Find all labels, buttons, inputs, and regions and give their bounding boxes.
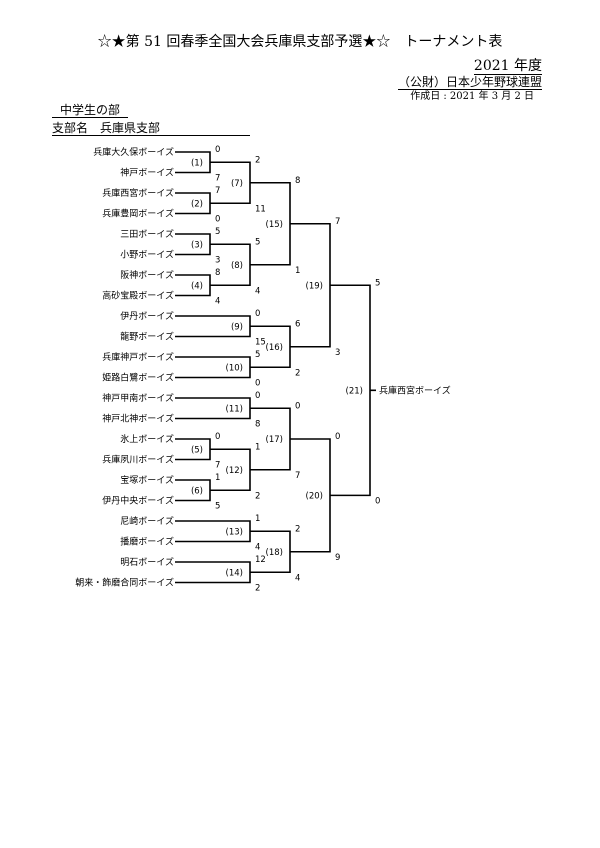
score: 7 xyxy=(215,186,220,196)
score: 0 xyxy=(255,379,260,389)
match-number: (5) xyxy=(191,445,203,455)
team-name: 播磨ボーイズ xyxy=(120,536,174,548)
score: 4 xyxy=(295,573,300,583)
score: 2 xyxy=(255,584,260,594)
score: 2 xyxy=(295,368,300,378)
champion-name: 兵庫西宮ボーイズ xyxy=(379,384,451,396)
score: 1 xyxy=(295,266,300,276)
team-name: 朝来・飾磨合同ボーイズ xyxy=(75,577,174,589)
match-number: (19) xyxy=(306,281,323,291)
match-number: (4) xyxy=(191,281,203,291)
score: 0 xyxy=(335,432,340,442)
match-number: (8) xyxy=(231,261,243,271)
organization-label: （公財）日本少年野球連盟 xyxy=(397,75,542,90)
team-name: 明石ボーイズ xyxy=(120,556,174,568)
match-number: (2) xyxy=(191,199,203,209)
team-name: 兵庫神戸ボーイズ xyxy=(102,351,174,363)
year-label: 2021 年度 xyxy=(473,58,542,75)
score: 7 xyxy=(335,217,340,227)
score: 5 xyxy=(215,502,220,512)
match-number: (7) xyxy=(231,179,243,189)
team-name: 伊丹ボーイズ xyxy=(120,310,174,322)
team-name: 阪神ボーイズ xyxy=(120,269,174,281)
match-number: (12) xyxy=(226,466,243,476)
team-name: 高砂宝殿ボーイズ xyxy=(102,290,174,302)
match-number: (1) xyxy=(191,158,203,168)
score: 8 xyxy=(215,268,220,278)
score: 0 xyxy=(215,432,220,442)
team-name: 兵庫大久保ボーイズ xyxy=(93,146,174,158)
score: 2 xyxy=(295,524,300,534)
team-name: 三田ボーイズ xyxy=(120,228,174,240)
score: 5 xyxy=(255,237,260,247)
team-name: 神戸北神ボーイズ xyxy=(102,413,174,425)
score: 0 xyxy=(295,401,300,411)
branch-label: 支部名 兵庫県支部 xyxy=(52,121,250,136)
score: 7 xyxy=(215,174,220,184)
match-number: (11) xyxy=(226,404,243,414)
match-number: (20) xyxy=(306,491,323,501)
team-name: 氷上ボーイズ xyxy=(120,433,174,445)
score: 8 xyxy=(255,420,260,430)
score: 4 xyxy=(215,297,220,307)
score: 1 xyxy=(255,514,260,524)
score: 2 xyxy=(255,155,260,165)
match-number: (21) xyxy=(346,386,363,396)
score: 4 xyxy=(255,286,260,296)
match-number: (3) xyxy=(191,240,203,250)
team-name: 龍野ボーイズ xyxy=(120,331,174,343)
team-name: 兵庫豊岡ボーイズ xyxy=(102,208,174,220)
team-name: 兵庫夙川ボーイズ xyxy=(102,454,174,466)
match-number: (9) xyxy=(231,322,243,332)
score: 1 xyxy=(215,473,220,483)
match-number: (17) xyxy=(266,435,283,445)
team-name: 小野ボーイズ xyxy=(120,249,174,261)
score: 15 xyxy=(255,338,266,348)
score: 9 xyxy=(335,553,340,563)
score: 12 xyxy=(255,555,266,565)
created-date: 作成日 : 2021 年 3 月 2 日 xyxy=(410,91,534,102)
score: 1 xyxy=(255,442,260,452)
match-number: (14) xyxy=(226,568,243,578)
team-name: 姫路白鷺ボーイズ xyxy=(102,372,174,384)
team-name: 神戸甲南ボーイズ xyxy=(102,392,174,404)
page-title: ☆★第 51 回春季全国大会兵庫県支部予選★☆ トーナメント表 xyxy=(97,34,503,50)
team-name: 尼崎ボーイズ xyxy=(120,515,174,527)
score: 11 xyxy=(255,204,266,214)
team-name: 伊丹中央ボーイズ xyxy=(102,495,174,507)
score: 3 xyxy=(335,348,340,358)
team-name: 宝塚ボーイズ xyxy=(120,474,174,486)
score: 5 xyxy=(255,350,260,360)
score: 6 xyxy=(295,319,300,329)
score: 5 xyxy=(215,227,220,237)
score: 5 xyxy=(375,278,380,288)
match-number: (16) xyxy=(266,343,283,353)
score: 8 xyxy=(295,176,300,186)
team-name: 兵庫西宮ボーイズ xyxy=(102,187,174,199)
score: 7 xyxy=(295,471,300,481)
score: 0 xyxy=(375,496,380,506)
score: 7 xyxy=(215,461,220,471)
team-name: 神戸ボーイズ xyxy=(120,167,174,179)
score: 0 xyxy=(215,215,220,225)
division-label: 中学生の部 xyxy=(52,103,128,118)
match-number: (10) xyxy=(226,363,243,373)
score: 3 xyxy=(215,256,220,266)
match-number: (6) xyxy=(191,486,203,496)
match-number: (13) xyxy=(226,527,243,537)
score: 4 xyxy=(255,543,260,553)
score: 0 xyxy=(255,309,260,319)
score: 2 xyxy=(255,491,260,501)
score: 0 xyxy=(215,145,220,155)
score: 0 xyxy=(255,391,260,401)
match-number: (18) xyxy=(266,548,283,558)
match-number: (15) xyxy=(266,220,283,230)
